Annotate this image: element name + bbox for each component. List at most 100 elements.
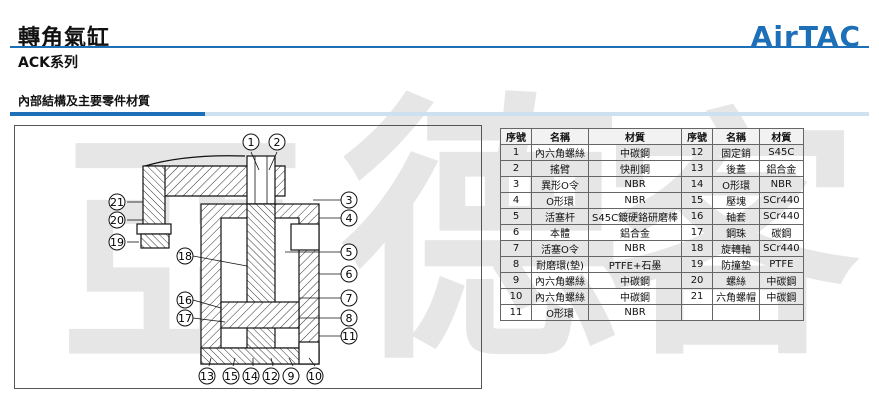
piston-rod [246,203,276,355]
svg-text:15: 15 [224,370,238,383]
table-cell: 21 [681,288,714,305]
table-cell: 本體 [531,224,589,241]
table-cell: 17 [681,224,714,241]
svg-text:12: 12 [264,370,278,383]
table-cell: S45C [759,144,804,161]
section-title: 內部結構及主要零件材質 [18,94,151,108]
table-cell: 10 [500,288,532,305]
table-cell: 旋轉軸 [712,240,761,257]
callout-19: 19 [108,233,126,251]
callout-9: 9 [282,367,300,385]
callout-20: 20 [108,211,126,229]
svg-text:14: 14 [244,370,258,383]
table-row: 11 O形環 NBR [500,304,804,321]
svg-text:5: 5 [346,246,353,259]
svg-text:3: 3 [346,194,353,207]
table-cell: NBR [587,176,683,193]
callout-15: 15 [222,367,240,385]
table-cell: 14 [681,176,714,193]
table-cell: S45C鍍硬鉻研磨棒 [587,208,683,225]
table-cell: SCr440 [759,208,804,225]
callout-1: 1 [242,133,260,151]
svg-text:16: 16 [178,294,192,307]
table-cell: 壓塊 [712,192,761,209]
table-cell: 中碳鋼 [587,288,683,305]
table-cell: 鋁合金 [759,160,804,177]
table-row: 10 內六角螺絲 中碳鋼 21 六角螺帽 中碳鋼 [500,288,804,305]
table-row: 9 內六角螺絲 中碳鋼 20 螺絲 中碳鋼 [500,272,804,289]
table-row: 6 本體 鋁合金 17 鋼珠 碳鋼 [500,224,804,241]
table-row: 7 活塞O令 NBR 18 旋轉軸 SCr440 [500,240,804,257]
col-header-no: 序號 [681,128,714,145]
table-row: 3 異形O令 NBR 14 O形環 NBR [500,176,804,193]
callout-18: 18 [176,247,194,265]
callout-13: 13 [198,367,216,385]
col-header-no: 序號 [500,128,532,145]
table-cell: 中碳鋼 [759,272,804,289]
svg-text:8: 8 [346,312,353,325]
table-cell: SCr440 [759,192,804,209]
col-header-name: 名稱 [531,128,589,145]
table-cell: 快削鋼 [587,160,683,177]
table-cell: 異形O令 [531,176,589,193]
callout-3: 3 [340,191,358,209]
cylinder-section-drawing [127,151,341,367]
table-cell: 7 [500,240,532,257]
table-cell: NBR [587,240,683,257]
table-cell: PTFE [759,256,804,273]
table-row: 4 O形環 NBR 15 壓塊 SCr440 [500,192,804,209]
svg-text:7: 7 [346,292,353,305]
table-header-row: 序號 名稱 材質 序號 名稱 材質 [500,128,804,145]
cap-screw [246,155,276,205]
col-header-name: 名稱 [712,128,761,145]
table-row: 8 耐磨環(墊) PTFE+石墨 19 防撞墊 PTFE [500,256,804,273]
table-cell: 六角螺帽 [712,288,761,305]
callout-2: 2 [268,133,286,151]
header-rule [10,46,869,48]
table-cell: PTFE+石墨 [587,256,683,273]
svg-text:9: 9 [288,370,295,383]
table-cell: 螺絲 [712,272,761,289]
svg-text:18: 18 [178,250,192,263]
table-cell: 活塞杆 [531,208,589,225]
table-cell: NBR [759,176,804,193]
table-cell: 固定銷 [712,144,761,161]
svg-text:19: 19 [110,236,124,249]
col-header-material: 材質 [759,128,804,145]
table-cell: 12 [681,144,714,161]
table-cell: 耐磨環(墊) [531,256,589,273]
callout-4: 4 [340,209,358,227]
svg-text:17: 17 [178,312,192,325]
svg-text:21: 21 [110,196,124,209]
table-cell: 碳鋼 [759,224,804,241]
cross-section-diagram: 1 2 3 4 5 6 7 8 11 21 20 19 18 16 17 13 … [14,125,482,389]
section-rule [10,112,869,116]
table-cell: 鋁合金 [587,224,683,241]
parts-material-table: 序號 名稱 材質 序號 名稱 材質 1 內六角螺絲 中碳鋼 12 固定銷 S45… [500,128,804,321]
table-cell: 16 [681,208,714,225]
table-cell: 2 [500,160,532,177]
table-cell: O形環 [531,304,589,321]
table-cell: 中碳鋼 [759,288,804,305]
table-row: 5 活塞杆 S45C鍍硬鉻研磨棒 16 軸套 SCr440 [500,208,804,225]
svg-text:13: 13 [200,370,214,383]
table-cell: 18 [681,240,714,257]
table-cell [712,304,761,321]
table-cell: 內六角螺絲 [531,144,589,161]
callout-7: 7 [340,289,358,307]
callout-17: 17 [176,309,194,327]
air-port [290,223,320,251]
callout-12: 12 [262,367,280,385]
callout-6: 6 [340,265,358,283]
table-cell: 中碳鋼 [587,144,683,161]
end-cap [200,341,320,365]
table-cell: 15 [681,192,714,209]
table-cell: 6 [500,224,532,241]
series-subtitle: ACK系列 [18,55,78,71]
table-row: 2 搖臂 快削鋼 13 後蓋 鋁合金 [500,160,804,177]
callout-21: 21 [108,193,126,211]
section-rule-accent [10,112,205,116]
callout-leaders [127,151,341,367]
table-cell: SCr440 [759,240,804,257]
callout-10: 10 [306,367,324,385]
